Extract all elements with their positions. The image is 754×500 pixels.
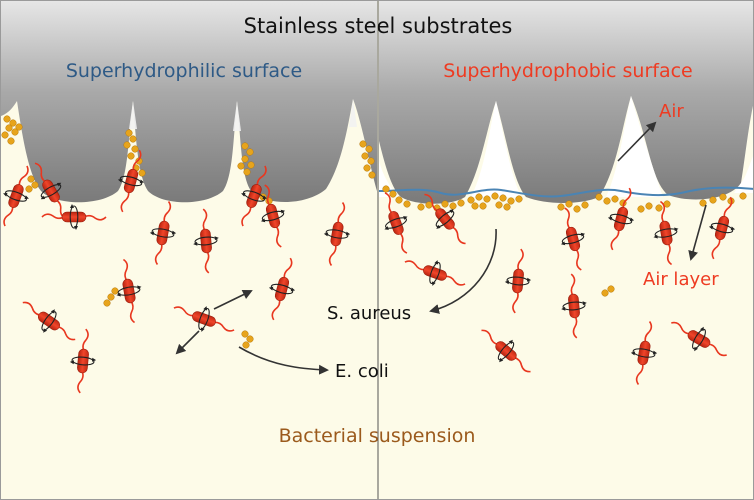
arrow-motion-up-icon	[213, 290, 253, 310]
s-aureus-label: S. aureus	[327, 303, 411, 324]
steel-substrate-left	[1, 1, 377, 203]
air-pocket	[471, 101, 521, 197]
arrow-air-layer-icon	[688, 204, 707, 261]
air-pocket	[734, 156, 753, 193]
arrow-air-icon	[617, 121, 657, 162]
air-layer-label: Air layer	[643, 269, 719, 290]
left-surface-title: Superhydrophilic surface	[66, 60, 302, 82]
arrow-e-coli-icon	[238, 346, 329, 375]
steel-substrate-right	[379, 1, 753, 204]
air-pocket	[606, 96, 663, 197]
air-layer-interface	[378, 186, 753, 198]
suspension-label: Bacterial suspension	[279, 425, 476, 447]
arrow-s-aureus-icon	[429, 228, 497, 314]
arrow-motion-down-icon	[175, 330, 200, 355]
right-surface-title: Superhydrophobic surface	[443, 60, 692, 82]
e-coli-label: E. coli	[335, 361, 389, 382]
annotation-arrows	[175, 121, 707, 375]
substrate-title: Stainless steel substrates	[244, 14, 513, 38]
air-label: Air	[659, 101, 684, 122]
